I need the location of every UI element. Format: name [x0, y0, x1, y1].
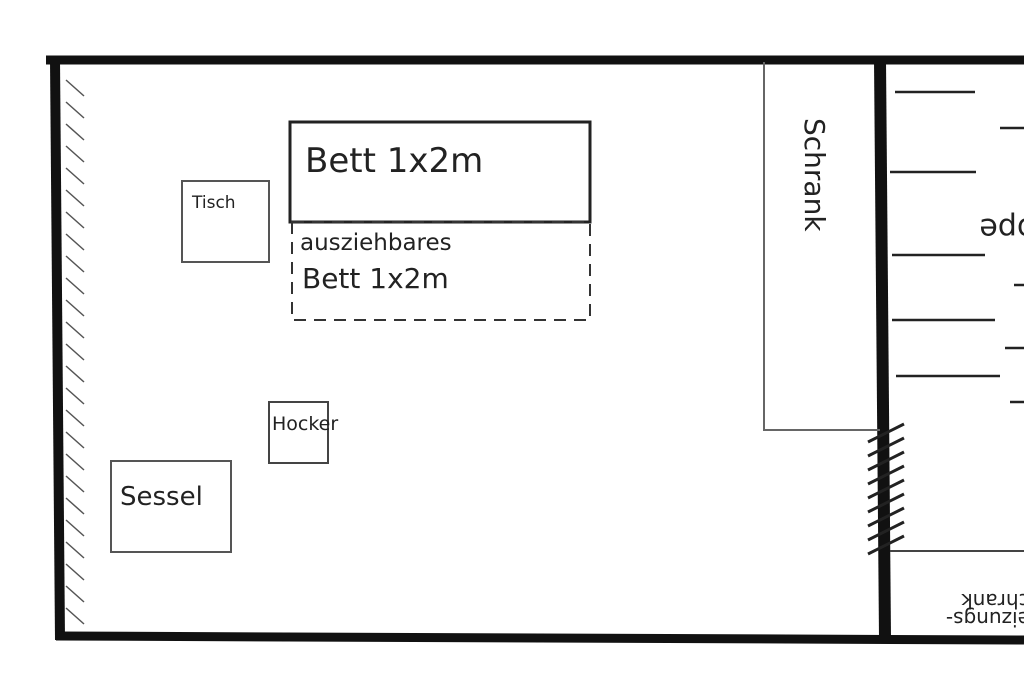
- table: Tisch: [181, 180, 270, 263]
- hatch-stroke: [65, 79, 85, 97]
- hatch-stroke: [867, 436, 905, 458]
- hatch-stroke: [65, 519, 85, 537]
- armchair: Sessel: [110, 460, 232, 553]
- hatch-stroke: [65, 409, 85, 427]
- hatch-stroke: [65, 277, 85, 295]
- hatch-stroke: [65, 211, 85, 229]
- pullout-bed-label-2: Bett 1x2m: [302, 262, 449, 295]
- door-hatching: [867, 422, 905, 556]
- wardrobe-label: Schrank: [798, 118, 831, 232]
- hatch-stroke: [65, 541, 85, 559]
- hatch-stroke: [65, 387, 85, 405]
- stairs: Treppe: [890, 90, 1024, 404]
- hatch-stroke: [867, 520, 905, 542]
- stool: Hocker: [268, 401, 338, 464]
- hatch-stroke: [867, 478, 905, 500]
- hatch-stroke: [65, 189, 85, 207]
- hatch-stroke: [65, 475, 85, 493]
- heating-cabinet: schrank Heizungs-: [890, 550, 1024, 631]
- hatch-stroke: [65, 299, 85, 317]
- hatch-stroke: [867, 464, 905, 486]
- hatch-stroke: [867, 506, 905, 528]
- hatch-stroke: [65, 365, 85, 383]
- hatch-stroke: [65, 321, 85, 339]
- pullout-bed: ausziehbares Bett 1x2m: [291, 221, 591, 321]
- window-hatching-left: [65, 79, 85, 625]
- bed-label: Bett 1x2m: [305, 141, 483, 181]
- stool-label: Hocker: [272, 413, 338, 435]
- walls: [46, 55, 1024, 645]
- armchair-label: Sessel: [120, 482, 203, 512]
- hatch-stroke: [65, 431, 85, 449]
- hatch-stroke: [867, 534, 905, 556]
- hatch-stroke: [65, 453, 85, 471]
- hatch-stroke: [867, 450, 905, 472]
- wardrobe: Schrank: [763, 62, 880, 431]
- hatch-stroke: [65, 563, 85, 581]
- table-label: Tisch: [191, 193, 236, 213]
- hatch-stroke: [65, 343, 85, 361]
- hatch-stroke: [65, 255, 85, 273]
- heating-label-1: Heizungs-: [946, 607, 1024, 631]
- hatch-stroke: [65, 585, 85, 603]
- hatch-stroke: [65, 497, 85, 515]
- hatch-stroke: [65, 607, 85, 625]
- hatch-stroke: [867, 492, 905, 514]
- hatch-stroke: [65, 145, 85, 163]
- stairs-label: Treppe: [979, 211, 1024, 246]
- bed: Bett 1x2m: [288, 120, 592, 224]
- pullout-bed-label-1: ausziehbares: [300, 230, 452, 256]
- hatch-stroke: [867, 422, 905, 444]
- hatch-stroke: [65, 101, 85, 119]
- hatch-stroke: [65, 233, 85, 251]
- hatch-stroke: [65, 123, 85, 141]
- hatch-stroke: [65, 167, 85, 185]
- heating-label-2: schrank: [961, 589, 1024, 613]
